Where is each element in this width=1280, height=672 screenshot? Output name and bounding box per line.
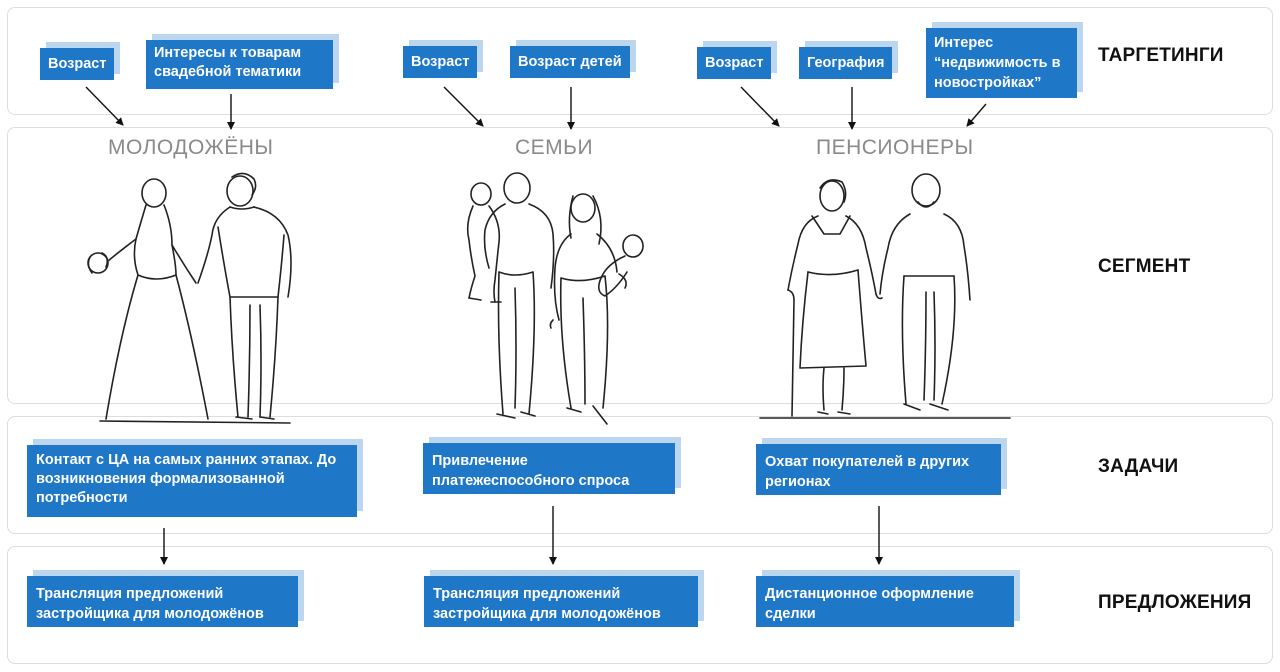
family-illustration [455,168,655,430]
tag-families-age: Возраст [403,46,478,78]
row-label-segment: СЕГМЕНТ [1098,256,1191,277]
offer-pensioners: Дистанционное оформление сделки [756,576,1014,627]
segment-band [7,127,1273,404]
task-pensioners: Охват покупателей в других регионах [756,444,1001,495]
offer-families: Трансляция предложений застройщика для м… [424,576,698,627]
tag-newlyweds-age: Возраст [40,48,115,80]
task-families: Привлечение платежеспособного спроса [423,443,675,494]
tag-pensioners-geography: География [799,47,893,79]
segment-title-pensioners: ПЕНСИОНЕРЫ [816,136,974,159]
segment-title-families: СЕМЬИ [515,136,594,159]
row-label-tasks: ЗАДАЧИ [1098,456,1179,477]
offer-newlyweds: Трансляция предложений застройщика для м… [27,576,298,627]
task-newlyweds: Контакт с ЦА на самых ранних этапах. До … [27,445,357,517]
tag-families-children-age: Возраст детей [510,46,630,78]
row-label-offers: ПРЕДЛОЖЕНИЯ [1098,592,1252,613]
pensioners-illustration [758,172,1013,422]
row-label-targeting: ТАРГЕТИНГИ [1098,45,1224,66]
tag-newlyweds-wedding-interests: Интересы к товарам свадебной тематики [146,40,333,89]
tag-pensioners-new-buildings-interest: Интерес “недвижимость в новостройках” [926,28,1077,98]
newlyweds-illustration [80,165,310,425]
segment-title-newlyweds: МОЛОДОЖЁНЫ [108,136,274,159]
tag-pensioners-age: Возраст [697,47,772,79]
